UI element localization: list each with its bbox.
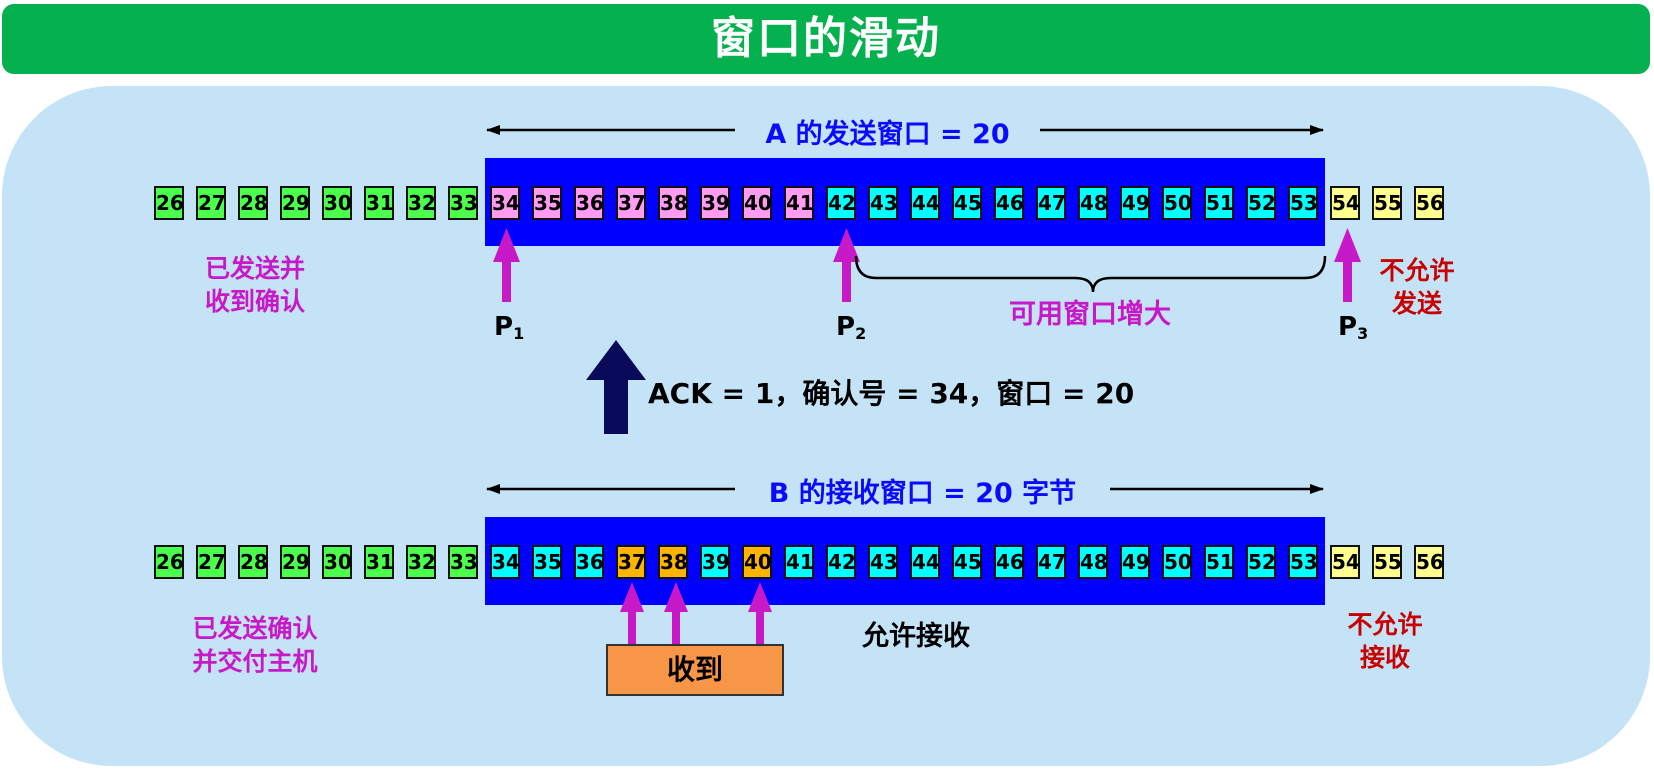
sender-cell-46: 46: [994, 186, 1024, 220]
sender-cell-56: 56: [1414, 186, 1444, 220]
receiver-cell-52: 52: [1246, 545, 1276, 579]
sender-cell-36: 36: [574, 186, 604, 220]
receiver-cell-39: 39: [700, 545, 730, 579]
receiver-cell-29: 29: [280, 545, 310, 579]
receiver-cell-38: 38: [658, 545, 688, 579]
sent-acked-line2: 收到确认: [204, 287, 305, 316]
receiver-cell-41: 41: [784, 545, 814, 579]
received-box: 收到: [606, 644, 784, 696]
sender-cell-37: 37: [616, 186, 646, 220]
not-allowed-receive-line2: 接收: [1359, 643, 1410, 672]
sender-cell-39: 39: [700, 186, 730, 220]
sender-cell-55: 55: [1372, 186, 1402, 220]
ack-text: ACK = 1，确认号 = 34，窗口 = 20: [648, 377, 1135, 410]
receiver-cell-32: 32: [406, 545, 436, 579]
not-allowed-send-label: 不允许 发送: [1362, 254, 1472, 320]
sender-cell-40: 40: [742, 186, 772, 220]
p2-label: P2: [836, 312, 867, 343]
not-allowed-receive-label: 不允许 接收: [1330, 608, 1440, 674]
sender-cell-41: 41: [784, 186, 814, 220]
not-allowed-send-line1: 不允许: [1379, 256, 1455, 285]
receiver-cell-42: 42: [826, 545, 856, 579]
receiver-cell-51: 51: [1204, 545, 1234, 579]
receiver-cell-45: 45: [952, 545, 982, 579]
page-title: 窗口的滑动: [711, 13, 941, 64]
receiver-cell-28: 28: [238, 545, 268, 579]
sender-cell-33: 33: [448, 186, 478, 220]
receiver-cell-48: 48: [1078, 545, 1108, 579]
sender-cell-44: 44: [910, 186, 940, 220]
sender-cell-52: 52: [1246, 186, 1276, 220]
delivered-label: 已发送确认 并交付主机: [150, 612, 360, 678]
not-allowed-receive-line1: 不允许: [1347, 610, 1423, 639]
receiver-cell-35: 35: [532, 545, 562, 579]
receiver-cell-56: 56: [1414, 545, 1444, 579]
p1-arrow: [493, 228, 520, 302]
receiver-cell-44: 44: [910, 545, 940, 579]
receiver-cell-37: 37: [616, 545, 646, 579]
sender-window-label: A 的发送窗口 = 20: [765, 119, 1010, 150]
p2-arrow: [833, 228, 860, 302]
receiver-cell-49: 49: [1120, 545, 1150, 579]
sender-cell-47: 47: [1036, 186, 1066, 220]
sender-cell-50: 50: [1162, 186, 1192, 220]
sender-cell-35: 35: [532, 186, 562, 220]
receiver-cell-26: 26: [154, 545, 184, 579]
sender-cell-54: 54: [1330, 186, 1360, 220]
receiver-window-label: B 的接收窗口 = 20 字节: [768, 478, 1077, 509]
receiver-cell-27: 27: [196, 545, 226, 579]
sender-cell-43: 43: [868, 186, 898, 220]
receiver-cell-50: 50: [1162, 545, 1192, 579]
sender-cell-31: 31: [364, 186, 394, 220]
sent-acked-label: 已发送并 收到确认: [160, 252, 350, 318]
receiver-cell-46: 46: [994, 545, 1024, 579]
ack-arrow: [586, 340, 646, 434]
sender-cell-26: 26: [154, 186, 184, 220]
p3-label: P3: [1338, 312, 1369, 343]
title-banner: 窗口的滑动: [2, 4, 1650, 74]
sender-cell-42: 42: [826, 186, 856, 220]
sender-cell-27: 27: [196, 186, 226, 220]
receiver-cell-40: 40: [742, 545, 772, 579]
received-arrow-37: [620, 582, 644, 646]
p3-arrow: [1334, 228, 1361, 302]
allowed-receive-label: 允许接收: [862, 621, 970, 652]
receiver-cell-30: 30: [322, 545, 352, 579]
receiver-cell-43: 43: [868, 545, 898, 579]
receiver-cell-33: 33: [448, 545, 478, 579]
delivered-line2: 并交付主机: [192, 647, 318, 676]
p1-label: P1: [494, 312, 525, 343]
sender-cell-48: 48: [1078, 186, 1108, 220]
sender-cell-45: 45: [952, 186, 982, 220]
sender-cell-49: 49: [1120, 186, 1150, 220]
not-allowed-send-line2: 发送: [1391, 289, 1442, 318]
receiver-cell-55: 55: [1372, 545, 1402, 579]
sender-cell-28: 28: [238, 186, 268, 220]
sent-acked-line1: 已发送并: [204, 254, 305, 283]
delivered-line1: 已发送确认: [192, 614, 318, 643]
receiver-cell-34: 34: [490, 545, 520, 579]
sender-cell-38: 38: [658, 186, 688, 220]
received-arrow-40: [748, 582, 772, 646]
receiver-cell-54: 54: [1330, 545, 1360, 579]
available-window-label: 可用窗口增大: [1009, 299, 1171, 330]
available-window-brace: [854, 255, 1327, 293]
sender-cell-30: 30: [322, 186, 352, 220]
sender-cell-53: 53: [1288, 186, 1318, 220]
sender-cell-51: 51: [1204, 186, 1234, 220]
received-arrow-38: [664, 582, 688, 646]
sender-cell-34: 34: [490, 186, 520, 220]
receiver-cell-36: 36: [574, 545, 604, 579]
sender-cell-29: 29: [280, 186, 310, 220]
receiver-cell-53: 53: [1288, 545, 1318, 579]
sender-cell-32: 32: [406, 186, 436, 220]
receiver-cell-47: 47: [1036, 545, 1066, 579]
receiver-cell-31: 31: [364, 545, 394, 579]
